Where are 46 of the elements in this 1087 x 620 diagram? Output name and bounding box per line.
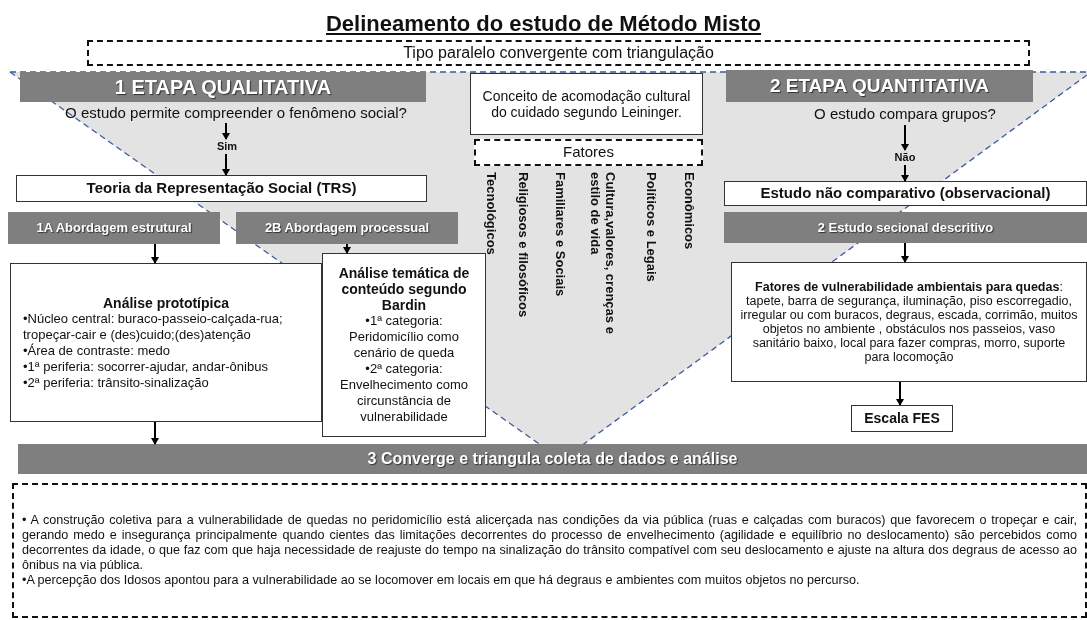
answer-text: Sim: [212, 139, 242, 154]
concept-box: Conceito de acomodação cultural do cuidado segundo Leininger.: [470, 73, 703, 135]
arrow: [151, 243, 159, 264]
factor-label: Religiosos e filosóficos: [516, 172, 531, 318]
dashed-box: Fatores: [474, 139, 703, 166]
stage-banner: 3 Converge e triangula coleta de dados e análise: [18, 444, 1087, 474]
process-box: Estudo não comparativo (observacional): [724, 181, 1087, 206]
box-heading: Análise prototípica: [102, 294, 230, 311]
stage-banner: 2 Estudo secional descritivo: [724, 212, 1087, 243]
bullet-item: •2ª categoria: Envelhecimento como circunstância de vulnerabilidade: [339, 361, 469, 425]
paragraph-text: •A percepção dos Idosos apontou para a vulnerabilidade ao se locomover em locais em que há degraus e ambientes com muitos objetos no percurso.: [22, 573, 861, 588]
bullet-item: •1ª categoria: Peridomicílio como cenário de queda: [348, 313, 460, 361]
factor-label: Familiares e Sociais: [553, 172, 568, 297]
arrow: [901, 124, 909, 151]
factor-label: Econômicos: [682, 172, 697, 250]
question-text: O estudo permite compreender o fenômeno social?: [36, 103, 436, 123]
process-box: [322, 253, 486, 437]
stage-banner: 2B Abordagem processual: [236, 212, 458, 244]
bullet-item: •2ª periferia: trânsito-sinalização: [23, 374, 209, 391]
dashed-box: Tipo paralelo convergente com triangulação: [87, 40, 1030, 66]
box-heading: Análise temática de conteúdo segundo Bardin: [337, 265, 471, 313]
dashed-box: [12, 483, 1087, 618]
arrow: [343, 243, 351, 254]
diagram-title: Delineamento do estudo de Método Misto: [325, 11, 762, 37]
bullet-item: •Núcleo central: buraco-passeio-calçada-rua; tropeçar-cair e (des)cuido;(des)atenção: [23, 310, 284, 343]
arrow: [151, 421, 159, 445]
process-box: Fatores de vulnerabilidade ambientais para quedas: tapete, barra de segurança, iluminação, piso escorregadio, irregular ou com buracos, degraus, escada, corrimão, muitos objetos no ambiente , obstáculos nos passeios, vaso sanitário baixo, local para fazer compras, morro, suporte para locomoção: [731, 262, 1087, 382]
process-box: Teoria da Representação Social (TRS): [16, 175, 427, 202]
arrow: [901, 242, 909, 263]
stage-banner: 1A Abordagem estrutural: [8, 212, 220, 244]
answer-text: Não: [890, 150, 920, 165]
bullet-item: •Área de contraste: medo: [23, 342, 170, 359]
process-box: Escala FES: [851, 405, 953, 432]
bullet-item: •1ª periferia: socorrer-ajudar, andar-ônibus: [23, 358, 268, 375]
arrow: [222, 122, 230, 140]
arrow: [901, 164, 909, 182]
question-text: O estudo compara grupos?: [780, 103, 1030, 125]
stage-banner: 1 ETAPA QUALITATIVA: [20, 72, 426, 102]
arrow: [896, 381, 904, 406]
arrow: [222, 153, 230, 176]
stage-banner: 2 ETAPA QUANTITATIVA: [726, 70, 1033, 102]
process-box: [10, 263, 322, 422]
factor-label: Tecnológicos: [484, 172, 499, 255]
factor-label: Políticos e Legais: [644, 172, 659, 282]
factor-label: Cultura,valores, crenças e estilo de vida: [588, 172, 618, 336]
paragraph-text: • A construção coletiva para a vulnerabilidade de quedas no peridomicílio está alicerçada nas condições da via pública (ruas e calçadas com buracos) que favorecem o tropeçar e cair, gerando medo e insegurança principalmente quando cientes das limitações decorrentes do processo de envelhecimento (agilidade e equilíbrio no deslocamento) são percebidos como decorrentes da idade, o que faz com que haja necessidade de reajuste do tempo na sinalização do trânsito compatível com seu deslocamento e ajuste na altura dos degraus de acesso ao ônibus na via pública.: [22, 513, 1077, 573]
